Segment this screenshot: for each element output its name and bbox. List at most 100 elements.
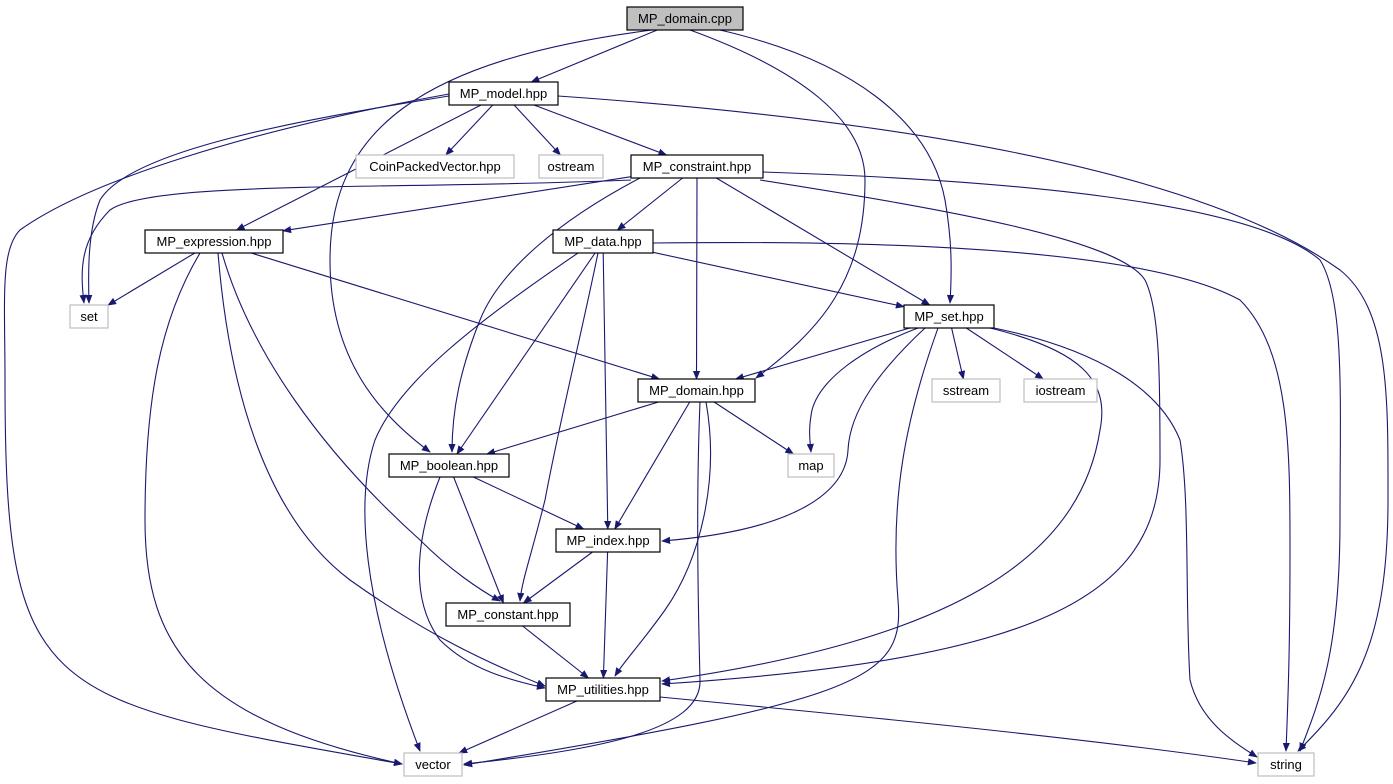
node-box-mpset <box>903 304 995 329</box>
node-vector: vector <box>403 752 463 777</box>
node-label-model: MP_model.hpp <box>460 86 547 101</box>
edge-domain-to-vector <box>463 401 701 767</box>
node-box-utilities <box>545 677 661 702</box>
node-boolean[interactable]: MP_boolean.hpp <box>388 453 510 478</box>
node-box-string <box>1257 752 1315 777</box>
node-sstream: sstream <box>931 378 1001 403</box>
edge-domain-to-map <box>713 401 795 455</box>
node-box-boolean <box>388 453 510 478</box>
edge-constraint-to-string <box>762 171 1341 752</box>
edge-root-to-boolean <box>329 29 653 453</box>
node-box-map <box>787 453 835 478</box>
node-label-set: set <box>80 309 98 324</box>
edge-constraint-to-expression <box>282 176 632 234</box>
edge-utilities-to-string <box>659 696 1257 766</box>
edge-data-to-string <box>652 241 1291 752</box>
node-label-vector: vector <box>415 757 451 772</box>
node-box-constant <box>445 602 571 627</box>
edge-expression-to-constant <box>221 252 501 602</box>
edge-data-to-boolean <box>456 252 596 455</box>
edge-expression-to-domain <box>251 252 661 381</box>
node-box-domain <box>637 378 756 403</box>
node-label-map: map <box>798 458 823 473</box>
node-domain[interactable]: MP_domain.hpp <box>637 378 756 403</box>
node-label-domain: MP_domain.hpp <box>649 383 744 398</box>
node-label-boolean: MP_boolean.hpp <box>400 458 498 473</box>
edge-index-to-constant <box>522 551 593 604</box>
edge-index-to-utilities <box>600 551 609 679</box>
edge-mpset-to-map <box>806 327 919 453</box>
edge-model-to-ostream <box>513 104 562 156</box>
node-label-coin: CoinPackedVector.hpp <box>369 159 501 174</box>
edge-data-to-index <box>602 252 612 530</box>
edge-mpset-to-index <box>661 327 926 544</box>
node-set: set <box>69 304 109 329</box>
node-box-iostream <box>1023 378 1098 403</box>
node-label-ostream: ostream <box>548 159 595 174</box>
node-expression[interactable]: MP_expression.hpp <box>144 229 284 254</box>
node-iostream: iostream <box>1023 378 1098 403</box>
edges-layer <box>3 29 1389 768</box>
node-label-index: MP_index.hpp <box>566 533 649 548</box>
node-coin: CoinPackedVector.hpp <box>355 154 515 179</box>
node-box-expression <box>144 229 284 254</box>
node-label-data: MP_data.hpp <box>564 234 641 249</box>
node-map: map <box>787 453 835 478</box>
node-root[interactable]: MP_domain.cpp <box>626 6 744 31</box>
node-box-data <box>552 229 654 254</box>
edge-constant-to-utilities <box>522 625 590 679</box>
edge-constraint-to-data <box>616 177 683 231</box>
edge-model-to-set <box>85 95 450 304</box>
edge-constraint-to-domain <box>692 177 701 380</box>
edge-utilities-to-vector <box>458 700 578 754</box>
edge-mpset-to-iostream <box>965 327 1044 380</box>
node-label-constant: MP_constant.hpp <box>457 607 558 622</box>
edge-root-to-domain <box>689 29 866 379</box>
node-label-mpset: MP_set.hpp <box>914 309 983 324</box>
edge-constraint-to-boolean <box>448 177 641 453</box>
edge-mpset-to-vector <box>463 327 939 768</box>
node-string: string <box>1257 752 1315 777</box>
edge-model-to-coin <box>445 104 494 156</box>
node-box-constraint <box>630 154 764 179</box>
edge-boolean-to-index <box>473 476 585 530</box>
node-model[interactable]: MP_model.hpp <box>448 81 559 106</box>
nodes-layer: MP_domain.cppMP_model.hppCoinPackedVecto… <box>69 6 1315 777</box>
edge-expression-to-utilities <box>217 252 546 687</box>
node-box-coin <box>355 154 515 179</box>
edge-mpset-to-string <box>993 327 1258 758</box>
node-label-constraint: MP_constraint.hpp <box>643 159 751 174</box>
node-box-vector <box>403 752 463 777</box>
node-index[interactable]: MP_index.hpp <box>555 528 661 553</box>
edge-constraint-to-utilities <box>661 179 1161 688</box>
node-constraint[interactable]: MP_constraint.hpp <box>630 154 764 179</box>
node-ostream: ostream <box>538 154 604 179</box>
edge-data-to-vector <box>364 252 579 752</box>
edge-root-to-model <box>530 29 658 83</box>
edge-domain-to-boolean <box>486 401 659 456</box>
node-box-ostream <box>538 154 604 179</box>
edge-boolean-to-constant <box>453 476 504 604</box>
edge-domain-to-index <box>614 401 691 530</box>
node-box-sstream <box>931 378 1001 403</box>
node-constant[interactable]: MP_constant.hpp <box>445 602 571 627</box>
node-label-string: string <box>1270 757 1302 772</box>
edge-mpset-to-utilities <box>661 327 1103 684</box>
edge-data-to-mpset <box>652 251 905 309</box>
edge-constraint-to-mpset <box>716 177 931 306</box>
node-label-iostream: iostream <box>1036 383 1086 398</box>
edge-data-to-constant <box>517 252 599 602</box>
node-box-set <box>69 304 109 329</box>
node-label-expression: MP_expression.hpp <box>157 234 272 249</box>
edge-model-to-string <box>557 95 1389 752</box>
node-utilities[interactable]: MP_utilities.hpp <box>545 677 661 702</box>
node-mpset[interactable]: MP_set.hpp <box>903 304 995 329</box>
edge-root-to-mpset <box>719 29 955 304</box>
node-box-index <box>555 528 661 553</box>
edge-model-to-constraint <box>533 104 668 156</box>
node-label-utilities: MP_utilities.hpp <box>557 682 649 697</box>
node-data[interactable]: MP_data.hpp <box>552 229 654 254</box>
edge-constraint-to-set <box>79 179 632 304</box>
edge-mpset-to-sstream <box>951 327 966 380</box>
